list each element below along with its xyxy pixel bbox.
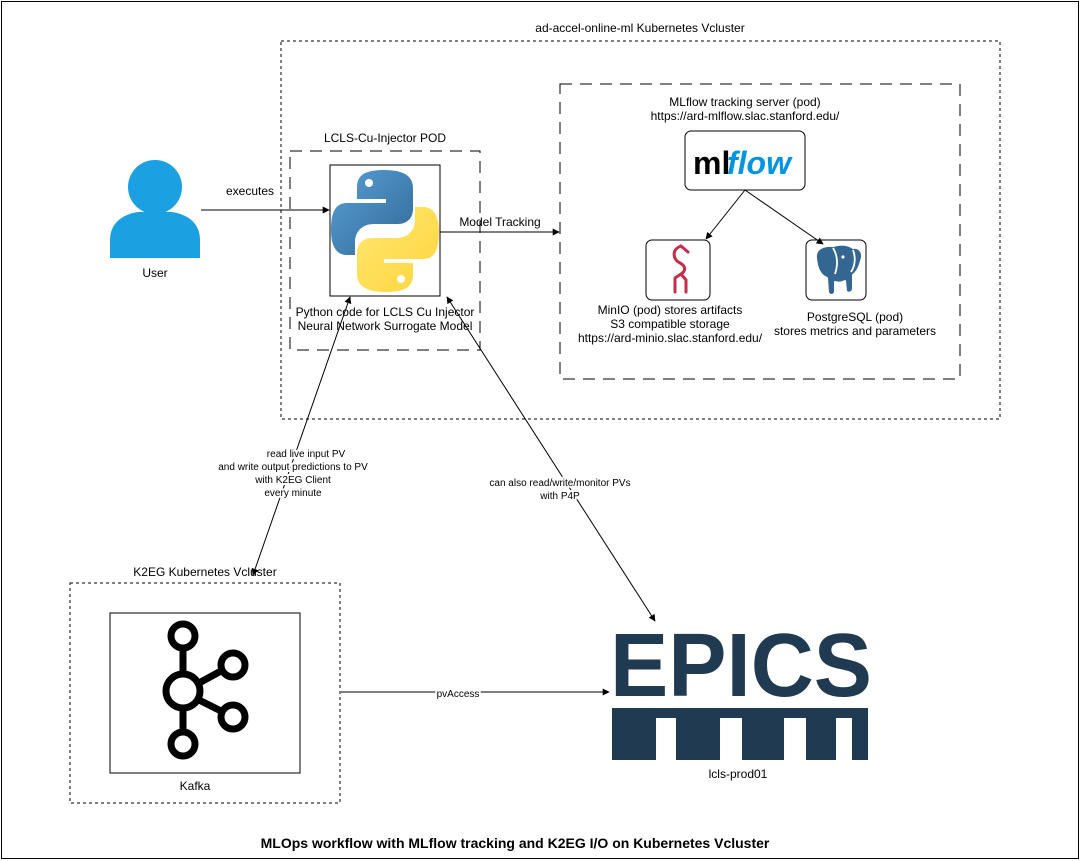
edge-model-tracking: Model Tracking: [440, 215, 560, 236]
user-icon: [110, 160, 200, 258]
epics-label: lcls-prod01: [709, 767, 768, 781]
user-node: User: [110, 160, 200, 280]
vcluster-label: ad-accel-online-ml Kubernetes Vcluster: [535, 21, 744, 35]
edge-p4p-label-line2: with P4P: [539, 491, 580, 502]
edge-p4p: can also read/write/monitor PVs with P4P: [446, 296, 656, 622]
postgres-label-line1: PostgreSQL (pod): [807, 310, 903, 324]
postgresql-elephant-icon: [814, 243, 863, 296]
mlflow-logo-icon: ml flow: [693, 145, 793, 181]
mlflow-group: MLflow tracking server (pod) https://ard…: [559, 83, 961, 380]
epics-logo-text: EPICS: [610, 616, 872, 716]
k2eg-label: K2EG Kubernetes Vcluster: [133, 565, 276, 579]
edge-executes-label: executes: [226, 184, 274, 198]
mlflow-group-label-line2: https://ard-mlflow.slac.stanford.edu/: [651, 109, 840, 123]
kafka-node: Kafka: [109, 612, 301, 793]
edge-p4p-label-line1: can also read/write/monitor PVs: [489, 478, 630, 489]
minio-label-line2: S3 compatible storage: [610, 317, 730, 331]
diagram-title: MLOps workflow with MLflow tracking and …: [261, 835, 770, 851]
epics-node: EPICS lcls-prod01: [610, 616, 872, 781]
minio-node: MinIO (pod) stores artifacts S3 compatib…: [578, 239, 763, 345]
postgres-node: PostgreSQL (pod) stores metrics and para…: [774, 239, 936, 338]
mlflow-logo-ml: ml: [693, 145, 730, 181]
mlflow-node: ml flow: [684, 130, 806, 191]
minio-label-line3: https://ard-minio.slac.stanford.edu/: [578, 331, 763, 345]
mlflow-group-label-line1: MLflow tracking server (pod): [669, 95, 820, 109]
edge-k2eg-label-line4: every minute: [264, 488, 322, 499]
edge-k2eg-label-line2: and write output predictions to PV: [218, 462, 368, 473]
k2eg-border: [69, 582, 341, 804]
epics-logo-icon: EPICS: [610, 616, 872, 760]
pod-group: LCLS-Cu-Injector POD: [289, 131, 481, 351]
edge-mlflow-postgres: [744, 189, 824, 245]
edge-k2eg: read live input PV and write output pred…: [216, 296, 370, 576]
edge-model-tracking-label: Model Tracking: [459, 215, 540, 229]
edge-pvaccess: pvAccess: [341, 687, 610, 702]
vcluster-group: ad-accel-online-ml Kubernetes Vcluster: [280, 21, 1001, 420]
kafka-logo-icon: [162, 620, 249, 760]
edge-pvaccess-label: pvAccess: [437, 689, 480, 700]
kafka-box: [109, 612, 301, 774]
python-node: Python code for LCLS Cu Injector Neural …: [294, 164, 476, 335]
minio-logo-icon: [672, 244, 690, 294]
python-label-line2: Neural Network Surrogate Model: [298, 319, 473, 333]
mlflow-logo-flow: flow: [727, 145, 793, 181]
edge-mlflow-minio: [705, 189, 746, 240]
kafka-label: Kafka: [180, 779, 211, 793]
python-label-line1: Python code for LCLS Cu Injector: [296, 305, 475, 319]
postgres-label-line2: stores metrics and parameters: [774, 324, 936, 338]
python-logo-icon: [331, 170, 439, 292]
edge-k2eg-label-line3: with K2EG Client: [254, 475, 331, 486]
mlflow-group-border: [559, 83, 961, 380]
minio-box: [645, 239, 711, 301]
vcluster-border: [280, 40, 1001, 420]
pod-border: [289, 150, 481, 351]
user-label: User: [142, 266, 167, 280]
k2eg-group: K2EG Kubernetes Vcluster: [69, 565, 341, 804]
edge-k2eg-label-line1: read live input PV: [267, 449, 346, 460]
edge-executes: executes: [201, 184, 330, 214]
pod-label: LCLS-Cu-Injector POD: [324, 131, 446, 145]
minio-label-line1: MinIO (pod) stores artifacts: [598, 303, 743, 317]
